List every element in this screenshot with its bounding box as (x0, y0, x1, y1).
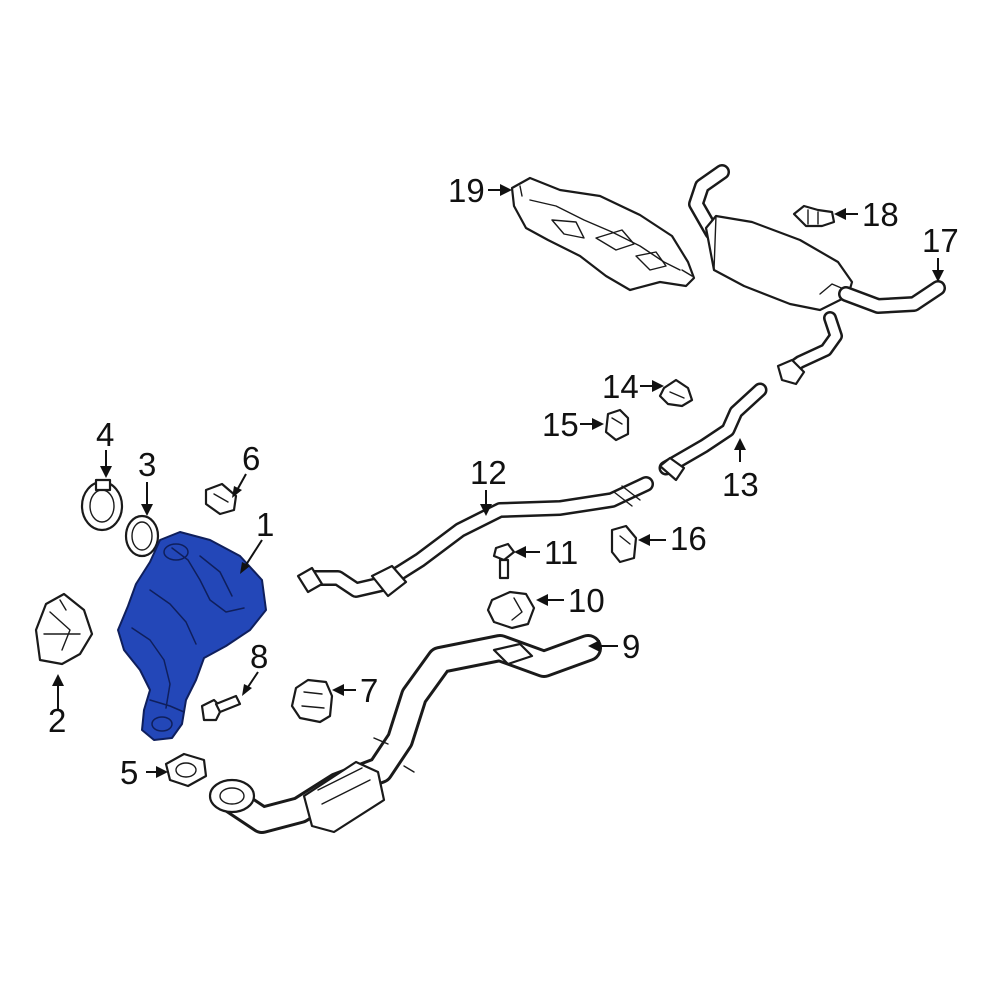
callout-10: 10 (536, 582, 605, 619)
callout-17: 17 (922, 222, 959, 282)
callout-1: 1 (240, 506, 274, 574)
callout-label-13: 13 (722, 466, 759, 503)
callout-7: 7 (332, 672, 378, 709)
callout-19: 19 (448, 172, 512, 209)
part-16-insulator[interactable] (610, 524, 638, 564)
part-17-rear-muffler[interactable] (688, 164, 946, 386)
callout-9: 9 (588, 628, 640, 665)
part-2-heat-shield[interactable] (34, 592, 94, 666)
callout-15: 15 (542, 406, 604, 443)
callout-label-10: 10 (568, 582, 605, 619)
part-18-clamp[interactable] (792, 204, 836, 228)
callout-label-8: 8 (250, 638, 268, 675)
callout-4: 4 (96, 416, 114, 478)
part-7-bracket[interactable] (290, 678, 334, 724)
callout-label-6: 6 (242, 440, 260, 477)
callout-label-3: 3 (138, 446, 156, 483)
callout-label-12: 12 (470, 454, 507, 491)
callout-6: 6 (232, 440, 260, 498)
part-14-bracket[interactable] (658, 378, 694, 408)
callout-14: 14 (602, 368, 664, 405)
part-4-clamp[interactable] (80, 478, 124, 532)
callout-3: 3 (138, 446, 156, 516)
callout-label-11: 11 (544, 534, 578, 571)
callout-label-19: 19 (448, 172, 485, 209)
callout-label-1: 1 (256, 506, 274, 543)
part-9-front-pipe[interactable] (208, 634, 602, 834)
part-5-gasket[interactable] (164, 752, 208, 788)
callout-12: 12 (470, 454, 507, 516)
part-6-bracket[interactable] (204, 482, 238, 516)
callout-8: 8 (242, 638, 268, 696)
callout-label-4: 4 (96, 416, 114, 453)
part-3-gasket[interactable] (124, 514, 160, 558)
part-11-bolt[interactable] (492, 542, 516, 580)
callout-2: 2 (48, 674, 66, 739)
callout-label-9: 9 (622, 628, 640, 665)
callout-label-18: 18 (862, 196, 899, 233)
part-13-intermediate-pipe[interactable] (658, 382, 768, 482)
part-1-catalytic-converter[interactable] (117, 531, 267, 741)
callout-11: 11 (514, 534, 578, 571)
part-12-center-pipe[interactable] (296, 476, 654, 598)
callout-label-5: 5 (120, 754, 138, 791)
callout-5: 5 (120, 754, 168, 791)
part-8-bolt[interactable] (200, 694, 242, 722)
part-10-bracket[interactable] (486, 590, 536, 630)
callout-18: 18 (834, 196, 899, 233)
callout-label-7: 7 (360, 672, 378, 709)
callout-label-16: 16 (670, 520, 707, 557)
callout-label-2: 2 (48, 702, 66, 739)
part-15-insulator[interactable] (604, 408, 630, 442)
callout-label-15: 15 (542, 406, 579, 443)
callout-label-14: 14 (602, 368, 639, 405)
callout-13: 13 (722, 438, 759, 503)
callout-16: 16 (638, 520, 707, 557)
part-19-heat-shield[interactable] (510, 176, 696, 292)
callout-label-17: 17 (922, 222, 959, 259)
